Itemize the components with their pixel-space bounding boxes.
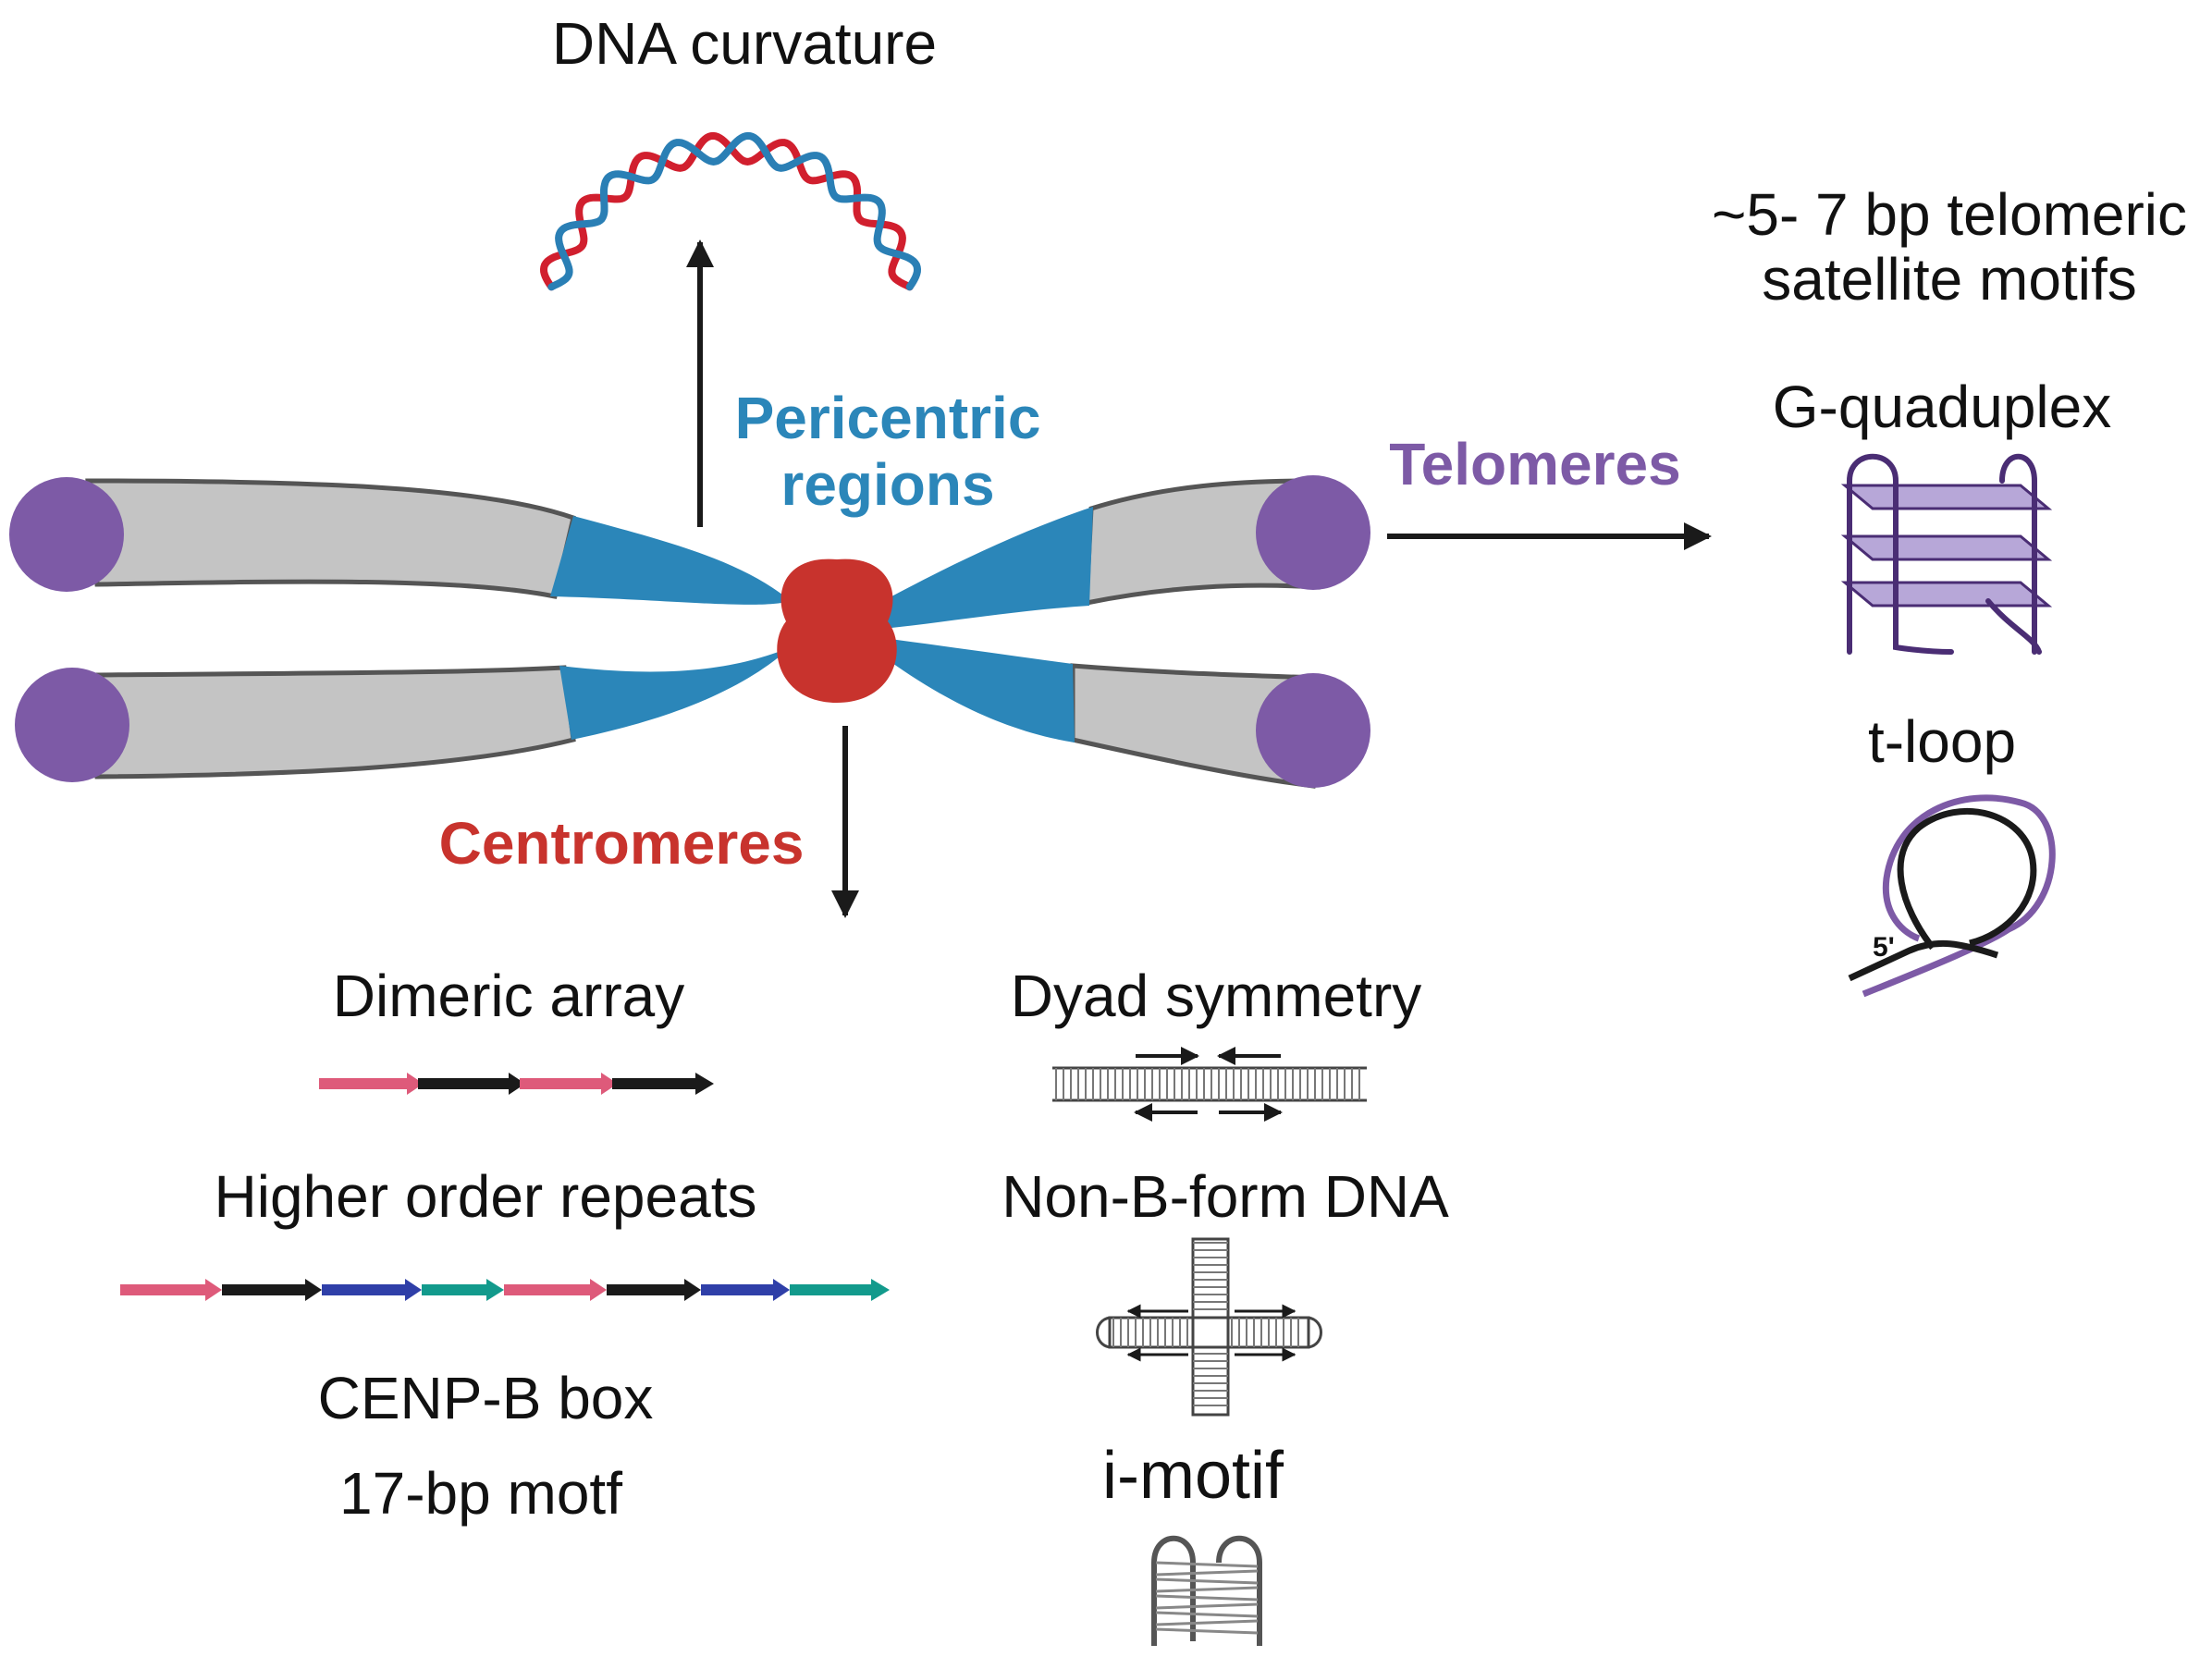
g-quadruplex-strands: [1847, 453, 2042, 655]
chromatid-arm-top-left: [85, 478, 576, 599]
label-pericentric-line2: regions: [780, 451, 995, 518]
telomere-top-left: [9, 477, 124, 592]
label-t-loop: t-loop: [1867, 708, 2017, 775]
dimeric-arrowhead-4: [695, 1073, 714, 1095]
i-motif-pair-line: [1155, 1561, 1259, 1568]
helix-strand-red: [539, 131, 914, 291]
telomere-bottom-right: [1256, 673, 1370, 788]
t-loop-strand-black: [1848, 807, 2037, 982]
dyad-symmetry-structure: [1052, 1047, 1367, 1122]
dna-curvature-helix: [539, 131, 922, 291]
hor-arrowhead-7: [773, 1279, 790, 1301]
i-motif-pair-line: [1155, 1569, 1259, 1577]
label-non-b-form-dna: Non-B-form DNA: [1002, 1163, 1449, 1230]
label-dna-curvature: DNA curvature: [551, 10, 938, 77]
dimeric-arrowhead-2: [509, 1073, 525, 1095]
pericentric-region-left: [550, 516, 791, 740]
i-motif-pair-line: [1155, 1602, 1259, 1610]
g-quartet-plane-2: [1840, 534, 2053, 561]
cruciform-rungs: [1112, 1242, 1299, 1406]
i-motif-pair-line: [1155, 1627, 1259, 1635]
hor-arrowhead-2: [305, 1279, 322, 1301]
g-quartet-plane-1: [1840, 484, 2053, 510]
label-dimeric-array: Dimeric array: [332, 963, 685, 1029]
label-telomeric-line2: satellite motifs: [1762, 246, 2137, 313]
telomere-top-right: [1256, 475, 1370, 590]
dimeric-arrowhead-3: [601, 1073, 618, 1095]
centromere-body: [777, 558, 897, 703]
label-17bp-motif: 17-bp motf: [339, 1460, 622, 1527]
dimeric-array-arrows: [319, 1073, 714, 1095]
hor-arrowhead-5: [590, 1279, 607, 1301]
i-motif-pair-line: [1155, 1611, 1259, 1618]
pericentric-region-right: [883, 507, 1093, 742]
label-dyad-symmetry: Dyad symmetry: [1010, 963, 1422, 1029]
label-five-prime: 5': [1873, 932, 1895, 963]
i-motif-pair-line: [1155, 1586, 1259, 1593]
t-loop-structure: [1848, 794, 2056, 998]
hor-arrowhead-4: [486, 1279, 504, 1301]
cruciform-hairpin-right: [1308, 1316, 1322, 1349]
i-motif-hemiprotonated-pairs: [1155, 1561, 1259, 1635]
cruciform-hairpin-left: [1096, 1316, 1111, 1349]
i-motif-structure: [1151, 1535, 1262, 1646]
label-g-quadruplex: G-quaduplex: [1772, 374, 2112, 440]
g-quartet-plane-3: [1840, 581, 2053, 607]
label-higher-order-repeats: Higher order repeats: [214, 1163, 757, 1230]
i-motif-pair-line: [1155, 1594, 1259, 1602]
chromosome: [9, 475, 1370, 789]
chromosome-arm-bottom-left: [90, 665, 576, 779]
cruciform-vertical-arm: [1191, 1237, 1230, 1417]
telomere-bottom-left: [15, 668, 129, 782]
hor-arrowhead-8: [871, 1279, 890, 1301]
hor-arrowhead-1: [205, 1279, 222, 1301]
label-centromeres: Centromeres: [438, 810, 805, 877]
i-motif-strand: [1151, 1535, 1262, 1646]
label-pericentric-line1: Pericentric: [734, 385, 1041, 451]
label-cenp-b-box: CENP-B box: [317, 1365, 654, 1431]
label-telomeric-line1: ~5- 7 bp telomeric: [1711, 181, 2188, 248]
label-i-motif: i-motif: [1102, 1439, 1284, 1513]
i-motif-pair-line: [1155, 1619, 1259, 1626]
label-telomeres: Telomeres: [1389, 431, 1681, 497]
dimeric-arrowhead-1: [407, 1073, 424, 1095]
cruciform-horizontal-arm: [1108, 1316, 1310, 1349]
dyad-rungs: [1055, 1068, 1360, 1100]
cruciform-structure: [1096, 1237, 1322, 1417]
higher-order-repeat-arrows: [120, 1279, 890, 1301]
hor-arrowhead-3: [405, 1279, 422, 1301]
hor-arrowhead-6: [684, 1279, 701, 1301]
t-loop-strand-purple: [1862, 794, 2056, 998]
g-quadruplex-structure: [1840, 453, 2053, 655]
i-motif-pair-line: [1155, 1577, 1259, 1585]
helix-strand-blue: [547, 131, 922, 291]
